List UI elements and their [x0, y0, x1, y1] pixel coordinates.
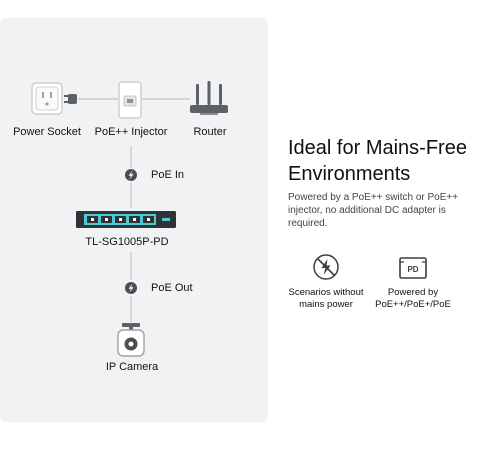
poe-in-bolt-icon [125, 169, 137, 181]
poe-out-label: PoE Out [151, 282, 193, 294]
feature-caption-poe-powered: Powered by PoE++/PoE+/PoE [375, 287, 451, 311]
no-power-icon [313, 254, 339, 280]
ip-camera-label: IP Camera [105, 361, 159, 373]
feature-caption-line: mains power [299, 299, 353, 310]
feature-caption-line: Powered by [387, 287, 439, 298]
router-icon [190, 81, 228, 115]
power-socket-label: Power Socket [13, 126, 81, 138]
power-socket-icon [31, 82, 63, 115]
feature-heading: Ideal for Mains-Free Environments [288, 136, 467, 185]
pd-port-icon: PD [399, 257, 427, 279]
injector-label: PoE++ Injector [94, 126, 168, 138]
feature-caption-line: PoE++/PoE+/PoE [375, 299, 451, 310]
switch-model-label: TL-SG1005P-PD [85, 236, 169, 248]
poe-in-label: PoE In [151, 169, 185, 181]
ip-camera-icon [117, 323, 145, 357]
router-label: Router [193, 126, 227, 138]
switch-icon [76, 211, 176, 228]
connection-lines [78, 98, 190, 322]
power-plug-icon [64, 94, 77, 104]
feature-description: Powered by a PoE++ switch or PoE++ injec… [288, 192, 459, 229]
feature-caption-line: Scenarios without [288, 287, 364, 298]
svg-text:PD: PD [407, 265, 418, 274]
poe-out-bolt-icon [125, 282, 137, 294]
feature-caption-no-mains: Scenarios without mains power [289, 287, 364, 311]
poe-injector-icon [118, 81, 142, 119]
